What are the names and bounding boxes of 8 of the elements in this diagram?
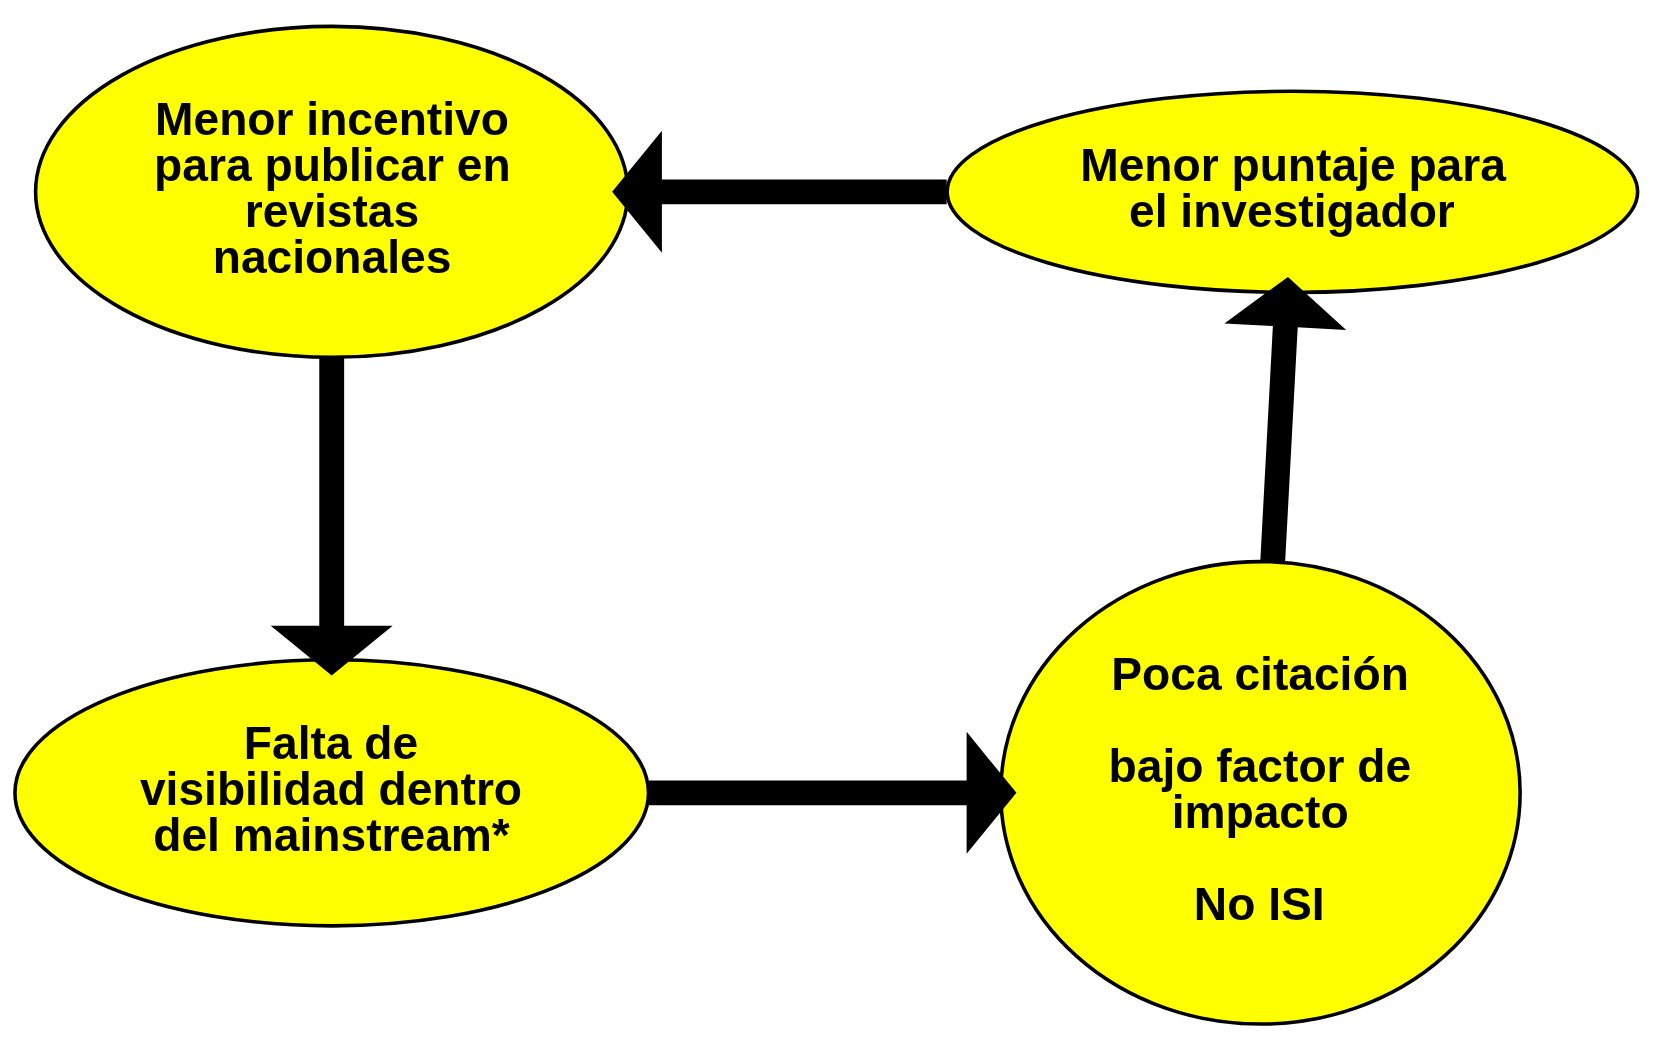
arrow (1224, 276, 1347, 563)
node-ellipse: Menor puntaje para el investigador (945, 89, 1640, 295)
arrow (648, 731, 1017, 854)
node-ellipse: Menor incentivo para publicar en revistas nacionales (33, 24, 630, 360)
arrow (270, 357, 393, 676)
node-ellipse: Poca citación bajo factor de impacto No ISI (998, 559, 1522, 1026)
node-ellipse: Falta de visibilidad dentro del mainstream* (13, 658, 651, 928)
arrow (612, 130, 947, 253)
